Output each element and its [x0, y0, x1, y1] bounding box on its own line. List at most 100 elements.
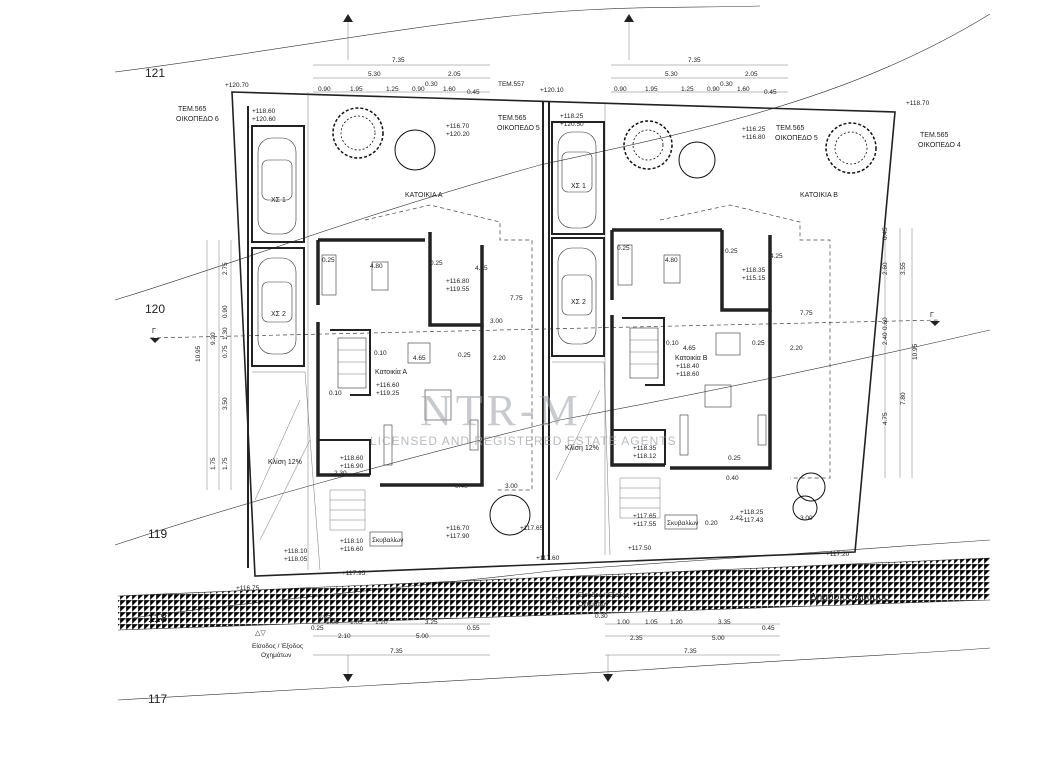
dim-text: 2.05	[745, 71, 758, 78]
parking-bay	[551, 121, 605, 235]
level-text: +118.60	[676, 371, 700, 378]
tree-icon	[394, 129, 436, 171]
parking-label: ΧΣ 1	[271, 197, 286, 204]
car-icon	[261, 159, 293, 201]
level-text: +117.95	[342, 570, 366, 577]
dim-text: 4.65	[683, 345, 696, 352]
dim-text: 2.42	[730, 515, 743, 522]
section-line-g: Γ Γ	[149, 312, 941, 343]
level-text: +117.50	[628, 545, 652, 552]
dim-text: 0.90	[614, 86, 627, 93]
level-text: +116.60	[340, 546, 364, 553]
spot-levels: +120.70 +120.10 +118.70 +118.60 +120.60 …	[225, 82, 930, 592]
sofa	[704, 384, 732, 408]
dim-text: 7.35	[390, 648, 403, 655]
public-road: Δημόσιος Δρόμος	[117, 557, 991, 631]
tree-icon	[678, 141, 716, 179]
bin-label: Σκυβαλίων	[372, 536, 403, 544]
dim-text: 3.00	[505, 483, 518, 490]
level-text: +116.90	[340, 463, 364, 470]
dim-text: 1.05	[645, 619, 658, 626]
trees	[332, 107, 877, 536]
dim-text: 0.25	[322, 257, 335, 264]
tv-unit	[383, 424, 393, 466]
car-icon	[257, 257, 297, 355]
parking-label: ΧΣ 2	[571, 299, 586, 306]
dim-text: 0.55	[467, 625, 480, 632]
level-text: +117.20	[826, 551, 850, 558]
car-icon	[561, 151, 593, 193]
parking-a: ΧΣ 1 ΧΣ 2	[251, 125, 305, 367]
dim-text: 3.35	[718, 619, 731, 626]
plot-label: ΟΙΚΟΠΕΔΟ 4	[918, 142, 961, 149]
parking-bay	[251, 125, 305, 243]
dim-text: 0.40	[726, 475, 739, 482]
dim-text: 4.75	[882, 412, 889, 425]
dim-text: 2.60	[882, 262, 889, 275]
dim-text: 1.00	[326, 619, 339, 626]
level-text: +118.35	[633, 445, 657, 452]
car-icon	[557, 131, 597, 229]
car-icon	[557, 247, 597, 345]
dim-text: 1.60	[443, 86, 456, 93]
tree-icon	[825, 122, 877, 174]
dim-text: 2.75	[222, 262, 229, 275]
dim-text: 0.25	[728, 455, 741, 462]
dim-text: 2.05	[448, 71, 461, 78]
dim-text: 4.25	[770, 253, 783, 260]
dim-text: 0.10	[666, 340, 679, 347]
dim-text: 5.00	[416, 633, 429, 640]
contour-label: 119	[148, 527, 167, 541]
dim-text: 0.90	[318, 86, 331, 93]
contour-label: 117	[148, 692, 167, 706]
dim-text: 5.30	[665, 71, 678, 78]
level-text: +118.60	[252, 108, 276, 115]
level-text: +116.80	[742, 134, 766, 141]
level-text: +118.12	[633, 453, 657, 460]
dim-text: 0.45	[882, 227, 889, 240]
level-text: +118.70	[906, 100, 930, 107]
house-label: Κατοικία Β	[675, 354, 708, 362]
dining-table	[407, 342, 431, 364]
level-text: +115.15	[742, 275, 766, 282]
neighbour-plots: ΤΕΜ.565 ΟΙΚΟΠΕΔΟ 6 ΤΕΜ.565 ΟΙΚΟΠΕΔΟ 5 ΤΕ…	[176, 106, 961, 149]
dim-text: 0.60	[882, 317, 889, 330]
side-dimensions-right: 10.95 7.80 4.75 2.40 0.60 2.60 0.45 3.55	[882, 227, 919, 478]
bottom-dimensions-b: 0.30 1.00 1.05 1.20 3.35 0.45 2.35 5.00 …	[595, 613, 780, 656]
entrance-arrow-icon: △▽	[550, 597, 561, 604]
dim-text: 1.25	[681, 86, 694, 93]
dim-text: 1.30	[222, 327, 229, 340]
dim-text: 0.30	[595, 613, 608, 620]
contour-label: 120	[145, 302, 165, 316]
bin-label: Σκυβαλίων	[667, 519, 698, 527]
level-text: +116.70	[446, 525, 470, 532]
tree-icon	[834, 131, 868, 165]
plot-label: ΤΕΜ.565	[178, 106, 207, 113]
car-icon	[257, 137, 297, 235]
dim-text: 0.25	[725, 248, 738, 255]
dim-text: 7.75	[510, 295, 523, 302]
dim-text: 1.75	[210, 457, 217, 470]
dim-text: 1.75	[222, 457, 229, 470]
dim-text: 1.25	[386, 86, 399, 93]
bin-store	[664, 514, 698, 530]
level-text: +120.70	[225, 82, 249, 89]
dim-text: 5.00	[712, 635, 725, 642]
dim-text: 0.30	[425, 81, 438, 88]
section-arrows-bottom	[343, 655, 613, 682]
level-text: +120.50	[560, 121, 584, 128]
dim-text: 2.20	[493, 355, 506, 362]
entrance-label: Είσοδος / Έξοδος	[578, 591, 629, 599]
dim-text: 0.05	[318, 613, 331, 620]
tree-icon	[332, 107, 384, 159]
section-mark: Γ	[930, 312, 934, 319]
dim-text: 0.40	[455, 483, 468, 490]
dim-text: 7.35	[688, 57, 701, 64]
dim-text: 3.55	[900, 262, 907, 275]
dim-text: 0.75	[222, 345, 229, 358]
level-text: +119.55	[446, 286, 470, 293]
level-text: +120.60	[252, 116, 276, 123]
dim-text: 7.80	[900, 392, 907, 405]
level-text: +117.55	[633, 521, 657, 528]
tree-icon	[489, 494, 531, 536]
